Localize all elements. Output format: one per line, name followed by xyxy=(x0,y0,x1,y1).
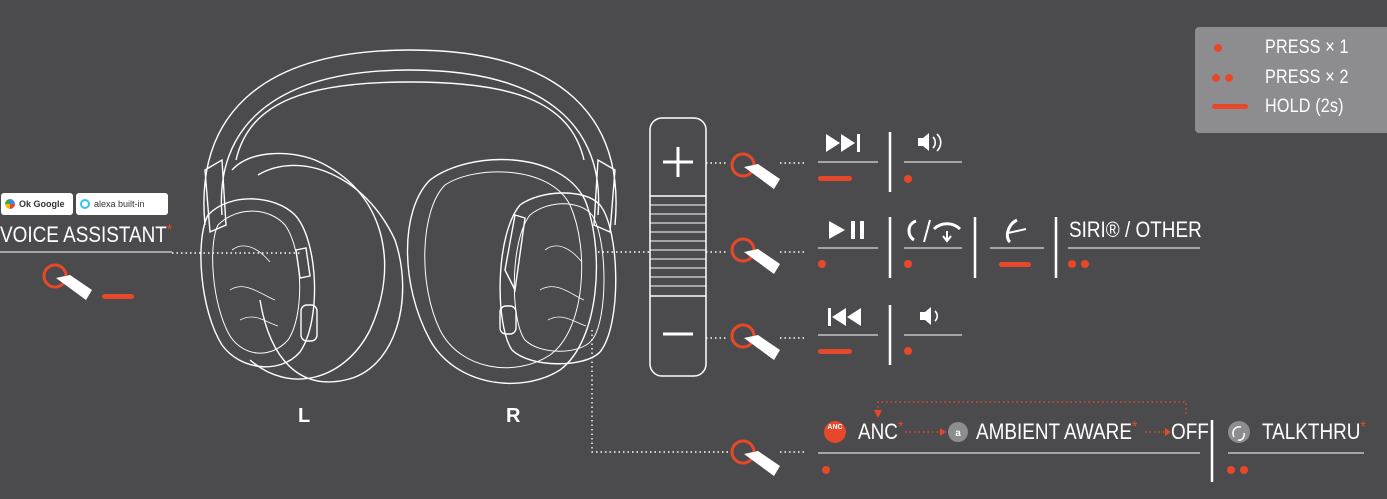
tap-hand-icon xyxy=(730,439,780,476)
next-track-icon xyxy=(826,134,860,152)
tap-hand-icon xyxy=(42,263,92,300)
talkthru-label: TALKTHRU* xyxy=(1262,419,1366,445)
volume-up-waves xyxy=(932,133,942,152)
previous-track-icon xyxy=(828,308,861,326)
hold-indicator xyxy=(102,294,134,299)
ambient-aware-asterisk: * xyxy=(1131,419,1138,436)
legend-row-press1: PRESS × 1 xyxy=(1195,34,1387,62)
headband-inner xyxy=(220,69,600,216)
anc-icon-text: ANC xyxy=(827,424,843,431)
reject-call-icon xyxy=(1005,218,1018,244)
anc-icon xyxy=(824,421,846,443)
alexa-logo-icon xyxy=(80,199,90,209)
off-label: OFF xyxy=(1171,419,1209,444)
siri-other-label: SIRI® / OTHER xyxy=(1069,217,1202,242)
double-dot-icon xyxy=(1212,74,1220,82)
legend-label-hold: HOLD (2s) xyxy=(1265,96,1344,117)
google-assistant-badge: Ok Google xyxy=(1,193,73,215)
single-dot-icon xyxy=(1214,44,1222,52)
end-call-icon xyxy=(932,222,962,231)
hold-indicator xyxy=(999,262,1031,267)
voice-assistant-asterisk: * xyxy=(166,222,173,239)
hold-bar-icon xyxy=(1212,104,1248,109)
press-once-indicator xyxy=(822,466,830,474)
press-twice-indicator xyxy=(1227,466,1235,474)
legend-row-hold: HOLD (2s) xyxy=(1195,93,1387,121)
volume-up-icon xyxy=(918,133,929,151)
tap-hand-icon xyxy=(730,237,780,274)
answer-call-icon xyxy=(907,219,917,242)
voice-assistant-text: VOICE ASSISTANT xyxy=(0,222,167,247)
press-once-indicator xyxy=(904,347,912,355)
legend-panel: PRESS × 1 PRESS × 2 HOLD (2s) xyxy=(1195,27,1387,133)
ambient-aware-label: AMBIENT AWARE* xyxy=(976,419,1137,445)
hold-indicator xyxy=(818,176,852,181)
ambient-icon-glyph: a xyxy=(955,428,961,439)
anc-label: ANC* xyxy=(858,419,903,445)
talkthru-icon xyxy=(1228,421,1250,443)
headband-outer xyxy=(203,49,617,226)
legend-label-press2: PRESS × 2 xyxy=(1265,67,1349,88)
google-logo-icon xyxy=(5,199,15,209)
press-once-indicator xyxy=(904,260,912,268)
talkthru-asterisk: * xyxy=(1360,419,1366,436)
left-side-label: L xyxy=(298,405,311,427)
double-dot-icon-second xyxy=(1225,74,1233,82)
right-side-label: R xyxy=(506,405,521,427)
press-once-indicator xyxy=(904,175,912,183)
google-badge-text: Ok Google xyxy=(19,199,65,209)
alexa-badge: alexa built-in xyxy=(76,193,168,215)
tap-hand-icon xyxy=(730,323,780,360)
anc-text: ANC xyxy=(858,419,898,444)
legend-row-press2: PRESS × 2 xyxy=(1195,64,1387,92)
volume-rocker xyxy=(649,117,707,377)
anc-asterisk: * xyxy=(897,419,904,436)
volume-down-wave xyxy=(934,310,939,322)
alexa-badge-text: alexa built-in xyxy=(94,199,145,209)
voice-assistant-label: VOICE ASSISTANT* xyxy=(0,222,172,248)
ambient-aware-text: AMBIENT AWARE xyxy=(976,419,1132,444)
press-twice-indicator xyxy=(1068,260,1076,268)
press-once-indicator xyxy=(818,260,826,268)
talkthru-text: TALKTHRU xyxy=(1262,419,1361,444)
tap-hand-icon xyxy=(730,152,780,189)
hold-indicator xyxy=(818,349,852,354)
ambient-aware-icon xyxy=(948,422,968,442)
plus-icon xyxy=(663,147,693,177)
play-pause-icon xyxy=(829,221,864,239)
legend-label-press1: PRESS × 1 xyxy=(1265,37,1349,58)
volume-down-icon xyxy=(920,307,931,325)
